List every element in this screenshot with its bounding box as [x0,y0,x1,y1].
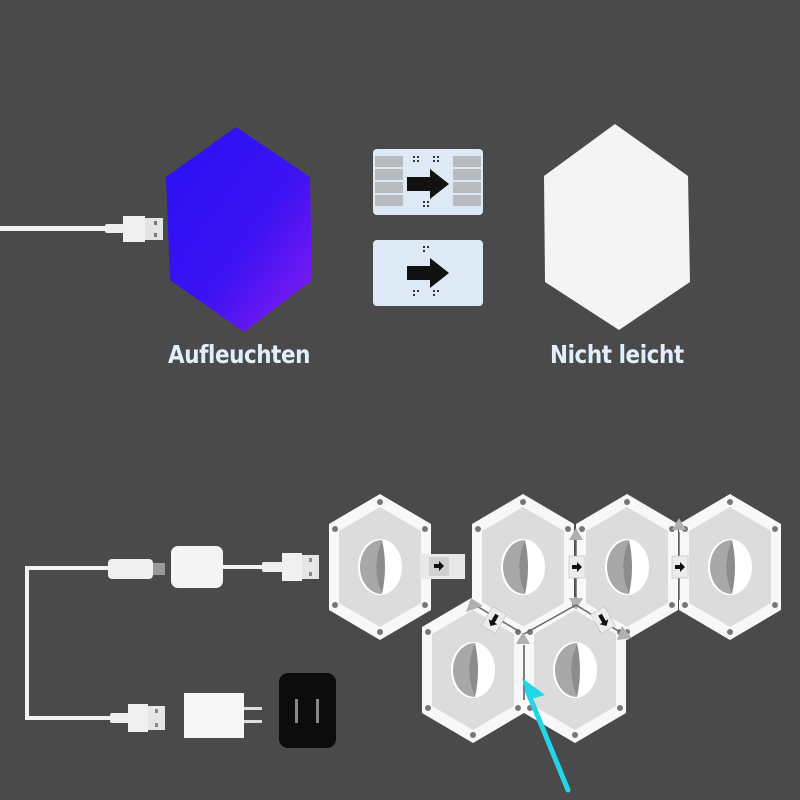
usb-cable-icon [0,216,163,242]
connector-board-small-icon [373,240,483,306]
connector-board-large-icon [373,149,483,215]
unlit-label: Nicht leicht [550,340,684,369]
wall-socket-icon [279,673,336,748]
top-illustration [0,124,690,332]
assembly-diagram [0,400,800,800]
hexagon-cluster [329,494,781,743]
usb-plug-bottom-icon [110,704,165,732]
hexagon-panel-1 [329,494,431,640]
lit-hexagon-panel [166,127,312,332]
controller-box-icon [171,546,223,588]
power-adapter-icon [184,693,262,738]
unlit-hexagon-panel [544,124,690,330]
power-cable-icon [25,559,165,720]
usb-plug-top-icon [262,553,319,581]
bottom-illustration [25,494,781,793]
hexagon-panel-5 [422,597,524,743]
lit-label: Aufleuchten [168,340,311,369]
cyan-pointer-arrow-icon [522,678,571,793]
hexagon-panel-4 [679,494,781,640]
lit-panel-diagram: Aufleuchten Nicht leicht [0,124,690,369]
